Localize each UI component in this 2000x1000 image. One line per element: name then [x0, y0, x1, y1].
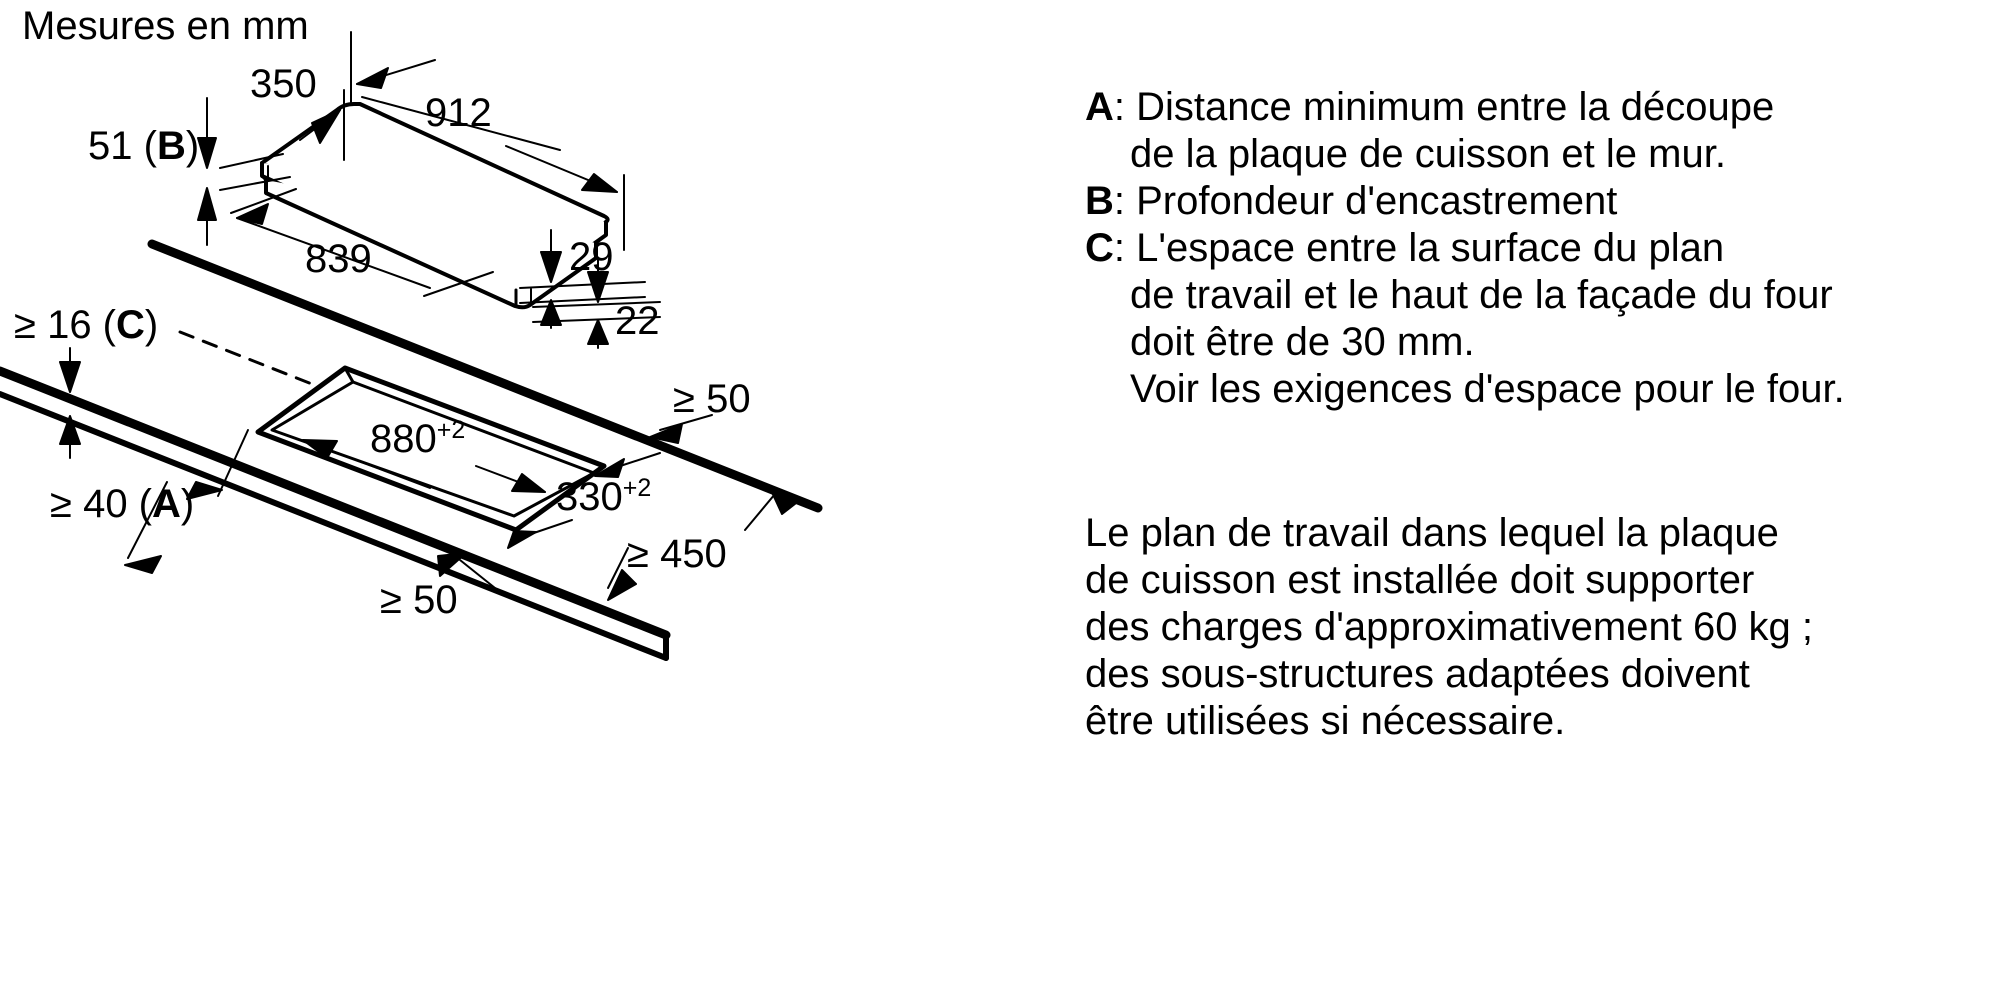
dim-22 [532, 257, 661, 349]
label-rear-50: ≥ 50 [673, 377, 751, 421]
dim-912 [361, 96, 625, 251]
legend-key-C: C [1085, 226, 1114, 270]
note-line-3: des charges d'approximativement 60 kg ; [1085, 605, 1814, 649]
label-450: ≥ 450 [627, 532, 727, 576]
label-16-C: ≥ 16 (C) [14, 303, 158, 347]
dim-29 [519, 229, 646, 329]
note-line-2: de cuisson est installée doit supporter [1085, 558, 1755, 602]
label-cutout-330: 330+2 [556, 474, 651, 519]
hob-body [260, 102, 610, 310]
dim-839 [230, 188, 494, 297]
label-22: 22 [615, 299, 660, 343]
legend-line-B-1: Profondeur d'encastrement [1136, 179, 1618, 223]
legend-item-B: B: Profondeur d'encastrement [1085, 178, 1845, 225]
note-line-4: des sous-structures adaptées doivent [1085, 652, 1750, 696]
dim-40-A [124, 429, 249, 574]
worktop [0, 239, 823, 661]
legend-sep-B: : [1113, 179, 1137, 223]
label-912: 912 [425, 91, 492, 135]
dim-side-450 [607, 487, 801, 601]
legend-sep-A: : [1113, 85, 1137, 129]
label-350: 350 [250, 62, 317, 106]
legend-key-A: A [1085, 85, 1114, 129]
worktop-load-note: Le plan de travail dans lequel la plaque… [1085, 510, 1813, 745]
label-839: 839 [305, 237, 372, 281]
dim-16-C [59, 347, 81, 459]
legend-line-C-2: de travail et le haut de la façade du fo… [1130, 273, 1833, 317]
legend-key-B: B [1085, 179, 1114, 223]
label-29: 29 [569, 235, 614, 279]
legend-line-C-3: doit être de 30 mm. [1130, 320, 1475, 364]
dim-rear-50 [649, 414, 713, 444]
legend-line-C-1: L'espace entre la surface du plan [1136, 226, 1725, 270]
units-note: Mesures en mm [22, 4, 309, 48]
label-51-B: 51 (B) [88, 124, 199, 168]
note-line-1: Le plan de travail dans lequel la plaque [1085, 511, 1779, 555]
label-40-A: ≥ 40 (A) [50, 482, 194, 526]
dim-cutout-330 [507, 452, 661, 549]
legend-line-A-2: de la plaque de cuisson et le mur. [1130, 132, 1726, 176]
dim-350 [299, 31, 436, 161]
note-line-5: être utilisées si nécessaire. [1085, 699, 1566, 743]
dim-51-B [197, 97, 291, 246]
legend-line-C-4: Voir les exigences d'espace pour le four… [1130, 367, 1845, 411]
dim-cutout-880 [302, 439, 546, 493]
dim-front-50 [437, 552, 496, 589]
label-front-50: ≥ 50 [380, 578, 458, 622]
legend-line-A-1: Distance minimum entre la découpe [1136, 85, 1775, 129]
legend-sep-C: : [1113, 226, 1137, 270]
